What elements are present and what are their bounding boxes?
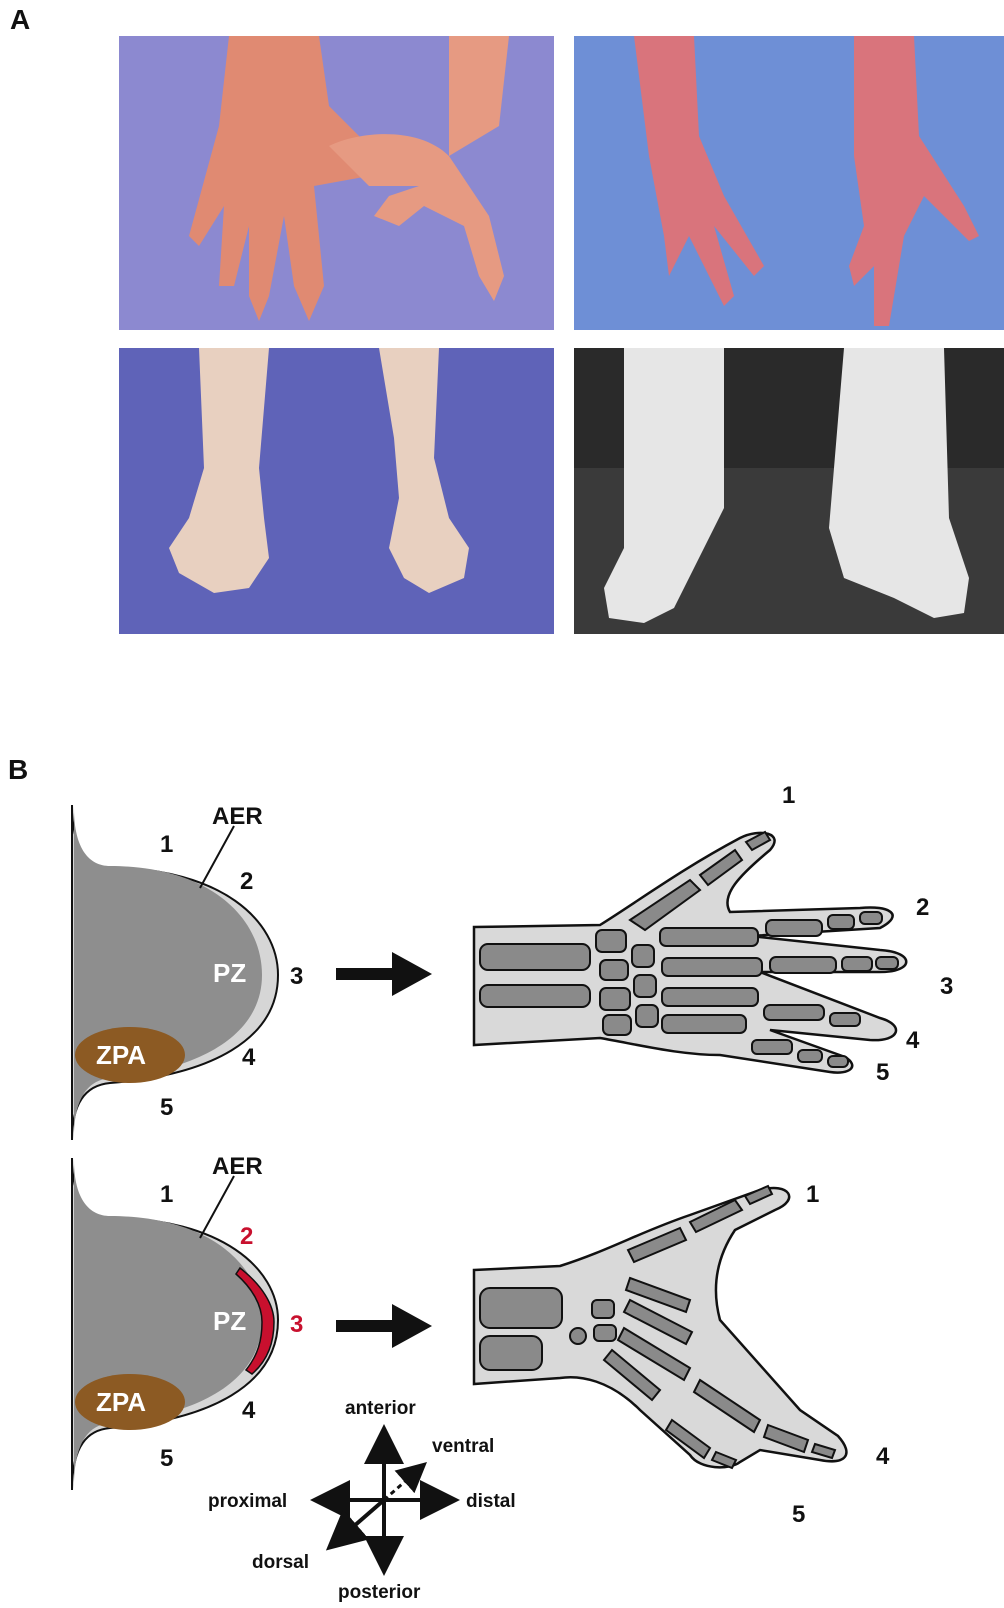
- zpa-label: ZPA: [96, 1387, 146, 1417]
- development-arrow: [336, 1304, 432, 1348]
- bud-digit: 5: [160, 1094, 173, 1121]
- normal-hand-skeleton: [474, 832, 906, 1073]
- axis-label-posterior: posterior: [338, 1582, 421, 1603]
- axis-label-ventral: ventral: [432, 1436, 494, 1457]
- hand-digit: 5: [876, 1059, 889, 1086]
- pz-label: PZ: [213, 958, 246, 988]
- limb-diagram: AER PZ ZPA 1 2 3 4 5: [0, 760, 1004, 1608]
- bud-digit-affected: 2: [240, 1223, 253, 1250]
- aer-leader-line: [200, 1176, 234, 1238]
- axis-compass: [326, 1440, 444, 1560]
- mutant-hand-skeleton: [474, 1186, 846, 1468]
- bud-digit: 1: [160, 831, 173, 858]
- axis-label-anterior: anterior: [345, 1398, 416, 1419]
- bud-digit: 3: [290, 963, 303, 990]
- aer-label: AER: [212, 803, 263, 830]
- bud-digit: 4: [242, 1397, 256, 1424]
- mutant-limb-bud: [72, 1158, 278, 1490]
- photo-hands-dorsal: [119, 36, 554, 330]
- bud-digit: 2: [240, 868, 253, 895]
- hand-digit: 5: [792, 1501, 805, 1528]
- aer-label: AER: [212, 1153, 263, 1180]
- axis-label-dorsal: dorsal: [252, 1552, 309, 1573]
- bud-digit: 5: [160, 1445, 173, 1472]
- panel-a-label: A: [10, 4, 30, 36]
- pz-label: PZ: [213, 1306, 246, 1336]
- hand-digit: 3: [940, 973, 953, 1000]
- hand-digit: 1: [806, 1181, 819, 1208]
- hand-digit: 4: [876, 1443, 890, 1470]
- zpa-label: ZPA: [96, 1040, 146, 1070]
- aer-leader-line: [200, 826, 234, 888]
- hand-digit: 1: [782, 782, 795, 809]
- hand-digit: 4: [906, 1027, 920, 1054]
- bud-digit-affected: 3: [290, 1311, 303, 1338]
- axis-label-distal: distal: [466, 1491, 516, 1512]
- development-arrow: [336, 952, 432, 996]
- hand-digit: 2: [916, 894, 929, 921]
- bud-digit: 1: [160, 1181, 173, 1208]
- photo-feet-bw: [574, 348, 1004, 634]
- photo-feet-color: [119, 348, 554, 634]
- photo-hands-palmar: [574, 36, 1004, 330]
- bud-digit: 4: [242, 1044, 256, 1071]
- axis-label-proximal: proximal: [208, 1491, 287, 1512]
- normal-limb-bud: [72, 805, 278, 1140]
